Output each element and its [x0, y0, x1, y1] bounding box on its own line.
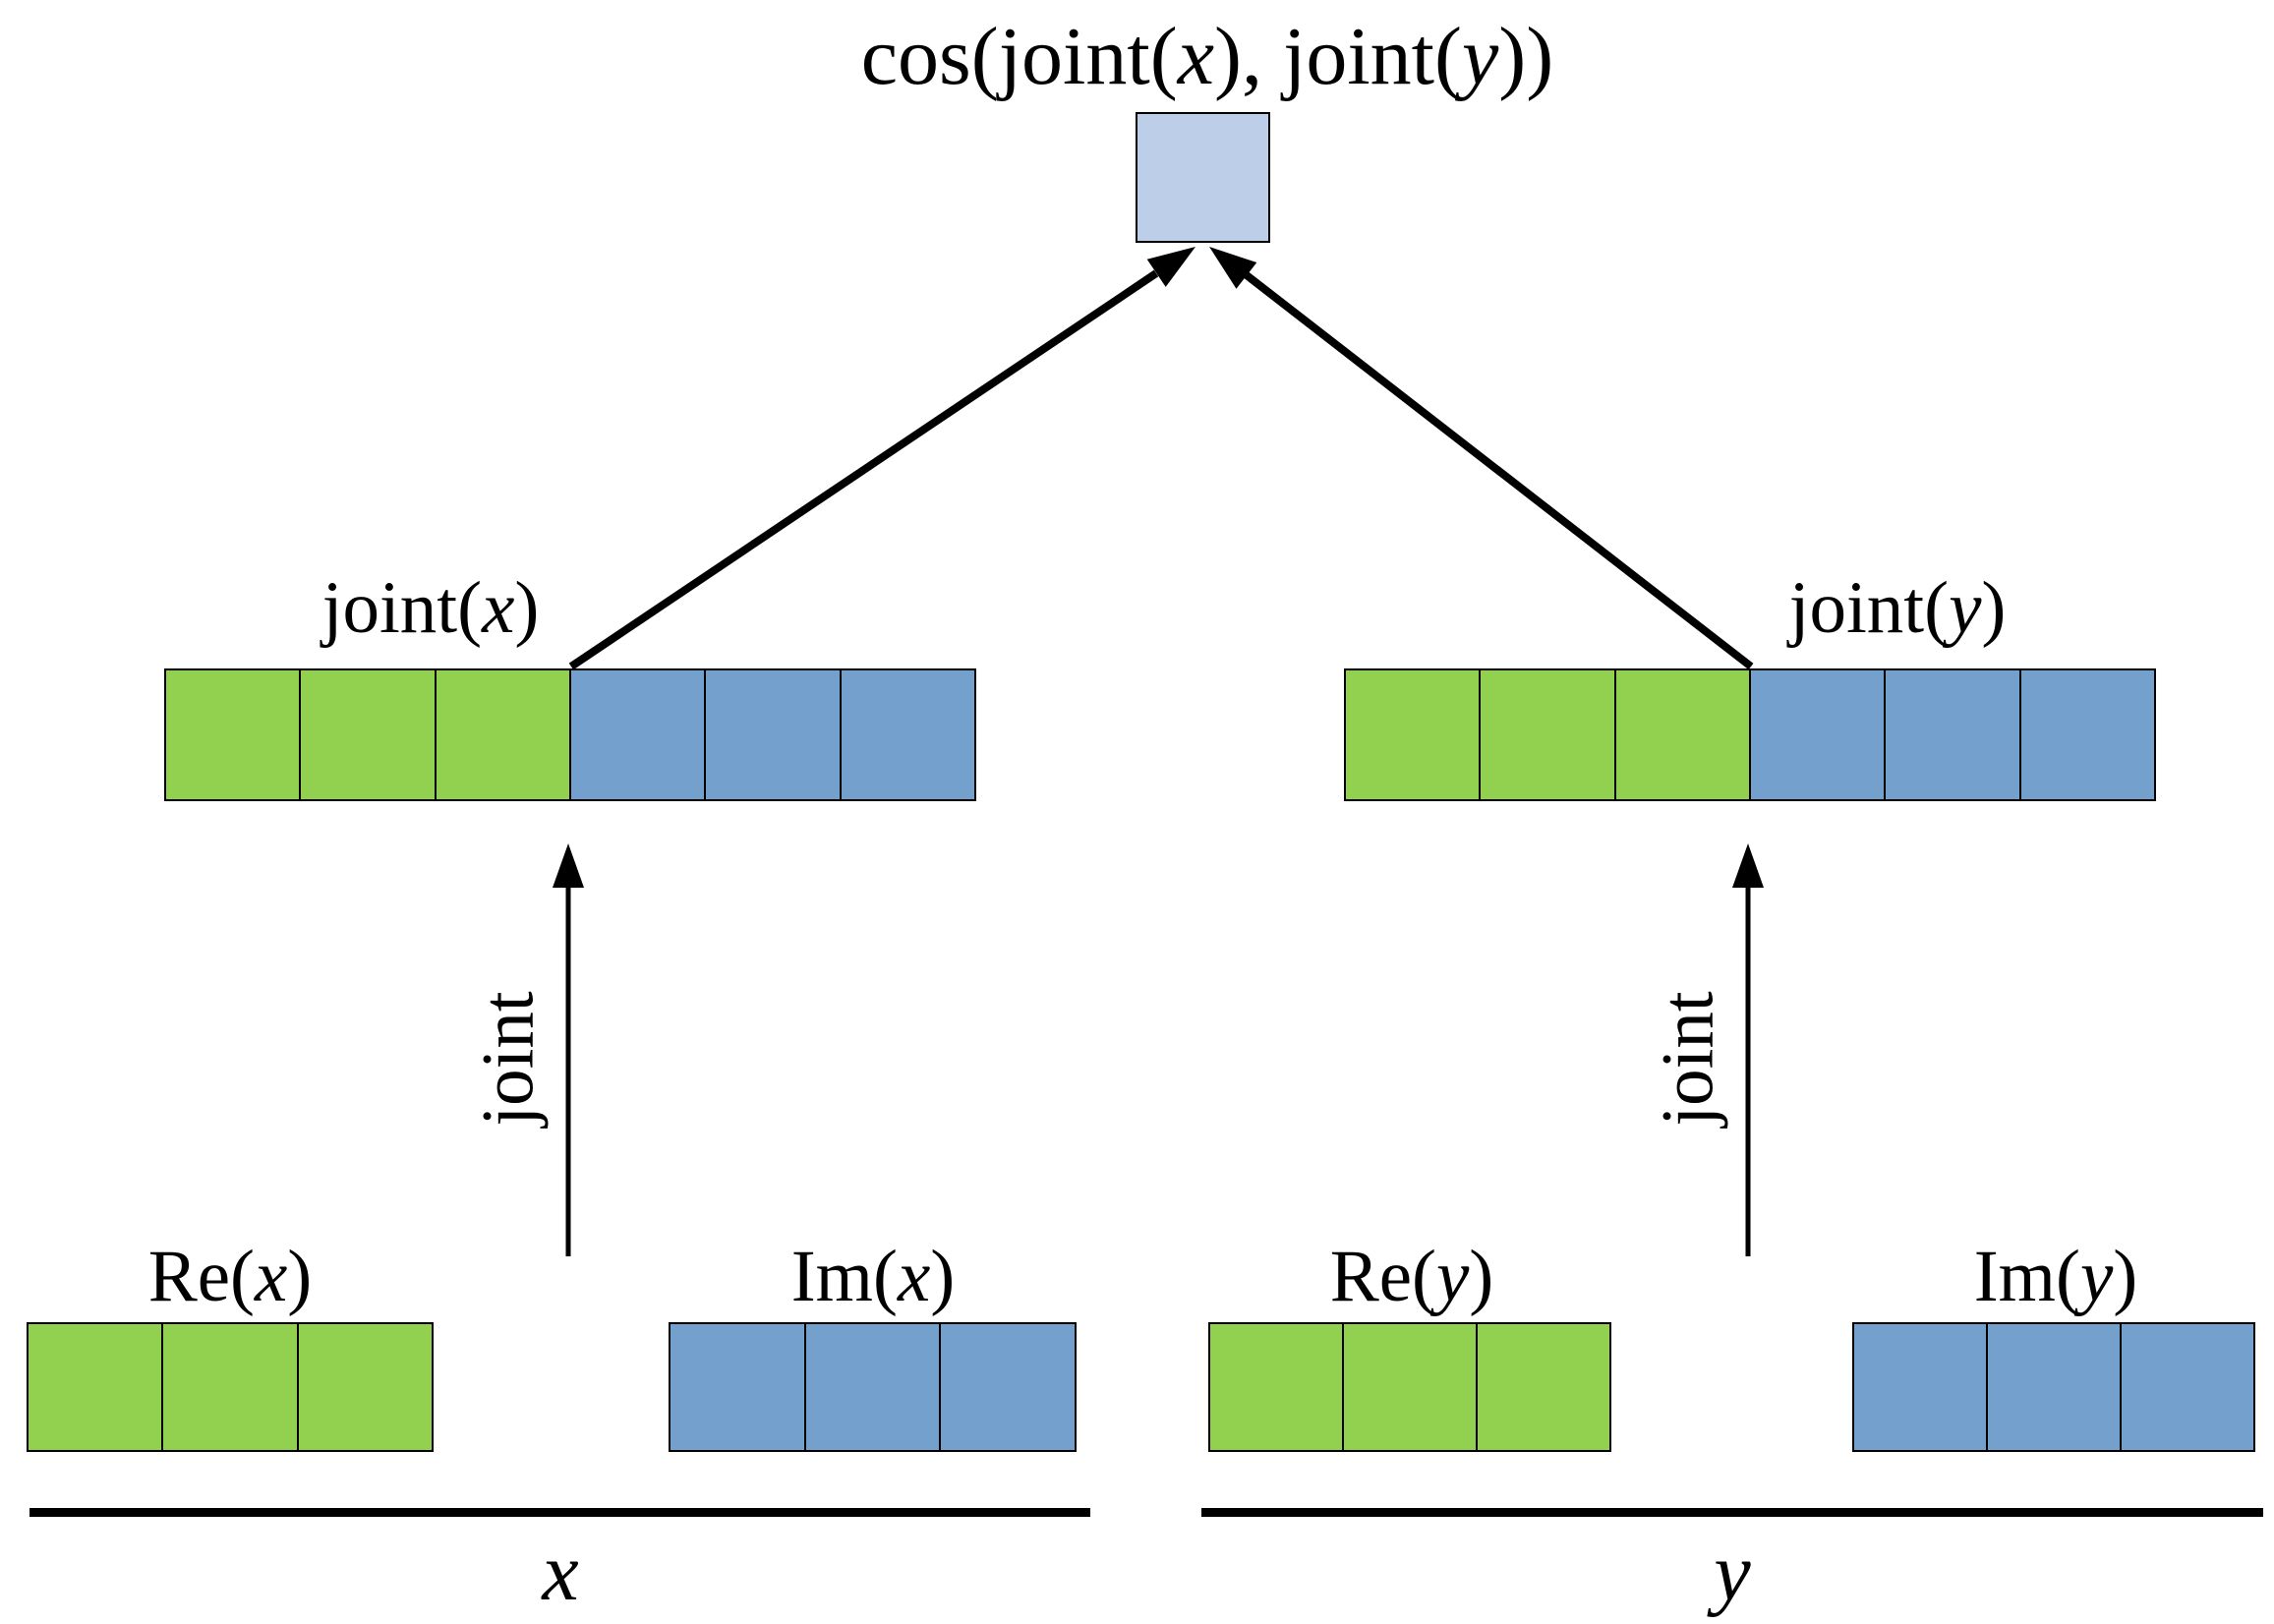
- vector-cell: [704, 670, 840, 799]
- joint-y-label-text: ): [1981, 567, 2007, 649]
- vector-cell: [571, 670, 705, 799]
- re-y-vector: [1208, 1322, 1611, 1452]
- vector-cell: [1751, 670, 1885, 799]
- joint-x-label: joint(x): [322, 564, 540, 653]
- vector-cell: [1613, 670, 1749, 799]
- joint-x-real-segment: [166, 670, 569, 799]
- vector-cell: [1210, 1324, 1342, 1450]
- re-x-label-var: x: [255, 1236, 288, 1317]
- im-y-label-text: Im(: [1973, 1236, 2081, 1317]
- vector-cell: [671, 1324, 804, 1450]
- vector-cell: [939, 1324, 1076, 1450]
- im-y-label: Im(y): [1974, 1233, 2138, 1321]
- joint-up-arrow-left-icon: [553, 843, 584, 1256]
- vector-cell: [2018, 670, 2154, 799]
- im-x-label: Im(x): [791, 1233, 956, 1321]
- re-x-cells: [29, 1324, 432, 1450]
- title-var-x: x: [1177, 11, 1215, 102]
- im-y-label-var: y: [2080, 1236, 2114, 1317]
- title-text: ), joint(: [1214, 11, 1462, 102]
- im-y-vector: [1852, 1322, 2255, 1452]
- title-text: cos(joint(: [860, 11, 1178, 102]
- re-y-label-var: y: [1436, 1236, 1470, 1317]
- im-x-label-text: ): [930, 1236, 956, 1317]
- cosine-similarity-title: cos(joint(x), joint(y)): [861, 8, 1553, 107]
- vector-cell: [1854, 1324, 1986, 1450]
- re-y-label: Re(y): [1330, 1233, 1494, 1321]
- im-x-cells: [671, 1324, 1076, 1450]
- re-y-cells: [1210, 1324, 1609, 1450]
- joint-y-real-segment: [1346, 670, 1749, 799]
- joint-x-vector: [164, 668, 976, 801]
- joint-y-imag-segment: [1749, 670, 2154, 799]
- joint-x-label-text: joint(: [321, 567, 483, 649]
- joint-up-arrow-right-icon: [1732, 843, 1764, 1256]
- vector-cell: [1884, 670, 2019, 799]
- arrow-joint-x-to-cos-icon: [568, 247, 1195, 670]
- vector-cell: [1342, 1324, 1476, 1450]
- title-text: )): [1498, 11, 1554, 102]
- joint-x-label-text: ): [514, 567, 540, 649]
- y-group-label: y: [1714, 1527, 1751, 1618]
- x-group-line: [29, 1508, 1090, 1517]
- vector-cell: [166, 670, 300, 799]
- vector-cell: [29, 1324, 162, 1450]
- vector-cell: [1986, 1324, 2120, 1450]
- re-x-label-text: Re(: [147, 1236, 256, 1317]
- y-group-line: [1201, 1508, 2263, 1517]
- x-group-label: x: [542, 1527, 579, 1618]
- vector-cell: [2120, 1324, 2253, 1450]
- joint-y-vector: [1344, 668, 2156, 801]
- joint-operator-label-left: joint: [467, 991, 550, 1127]
- im-x-label-var: x: [898, 1236, 931, 1317]
- joint-y-label: joint(y): [1789, 564, 2007, 653]
- joint-x-label-var: x: [482, 567, 515, 649]
- vector-cell: [839, 670, 974, 799]
- vector-cell: [1476, 1324, 1609, 1450]
- vector-cell: [803, 1324, 940, 1450]
- vector-cell: [1479, 670, 1614, 799]
- re-x-label: Re(x): [148, 1233, 313, 1321]
- cos-output-node: [1136, 112, 1270, 243]
- re-y-label-text: Re(: [1329, 1236, 1437, 1317]
- re-x-vector: [27, 1322, 434, 1452]
- joint-y-label-var: y: [1949, 567, 1982, 649]
- im-y-label-text: ): [2113, 1236, 2138, 1317]
- vector-cell: [1346, 670, 1480, 799]
- vector-cell: [296, 1324, 432, 1450]
- vector-cell: [161, 1324, 297, 1450]
- arrow-joint-y-to-cos-icon: [1209, 247, 1754, 670]
- joint-x-imag-segment: [569, 670, 974, 799]
- joint-operator-label-right: joint: [1647, 991, 1729, 1127]
- title-var-y: y: [1461, 11, 1499, 102]
- im-x-vector: [669, 1322, 1077, 1452]
- joint-y-label-text: joint(: [1788, 567, 1950, 649]
- re-y-label-text: ): [1469, 1236, 1494, 1317]
- vector-cell: [299, 670, 435, 799]
- vector-cell: [434, 670, 569, 799]
- re-x-label-text: ): [287, 1236, 313, 1317]
- im-x-label-text: Im(: [790, 1236, 899, 1317]
- im-y-cells: [1854, 1324, 2253, 1450]
